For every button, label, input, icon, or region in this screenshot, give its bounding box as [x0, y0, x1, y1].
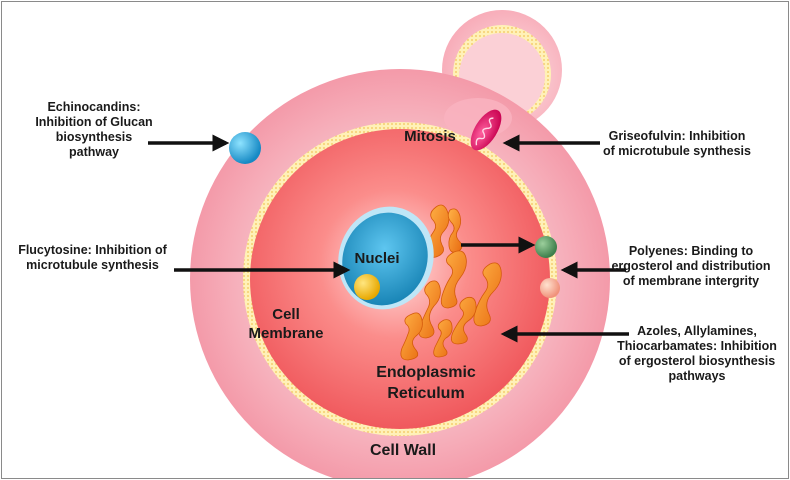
azoles-note: Azoles, Allylamines, Thiocarbamates: Inh… [617, 324, 777, 383]
arrows [148, 134, 629, 343]
cell-wall-label: Cell Wall [369, 442, 437, 459]
polyenes-note: Polyenes: Binding to ergosterol and dist… [611, 244, 771, 288]
mitosis-organelle [470, 109, 502, 151]
griseofulvin-note: Griseofulvin: Inhibition of microtubule … [603, 129, 751, 158]
green-vesicle [535, 236, 557, 258]
endoplasmic-reticulum-label: Endoplasmic Reticulum [376, 364, 476, 402]
echinocandins-note: Echinocandins: Inhibition of Glucan bios… [35, 100, 153, 159]
flucytosine-note: Flucytosine: Inhibition of microtubule s… [18, 243, 167, 272]
mitosis-label: Mitosis [404, 128, 456, 145]
endoplasmic-reticulum [400, 204, 502, 361]
peach-vesicle [540, 278, 560, 298]
nucleus [338, 206, 434, 310]
cell-membrane-label: Cell Membrane [248, 306, 324, 342]
glucan-particle [229, 132, 261, 164]
nucleolus [354, 274, 380, 300]
nuclei-label: Nuclei [354, 250, 400, 267]
